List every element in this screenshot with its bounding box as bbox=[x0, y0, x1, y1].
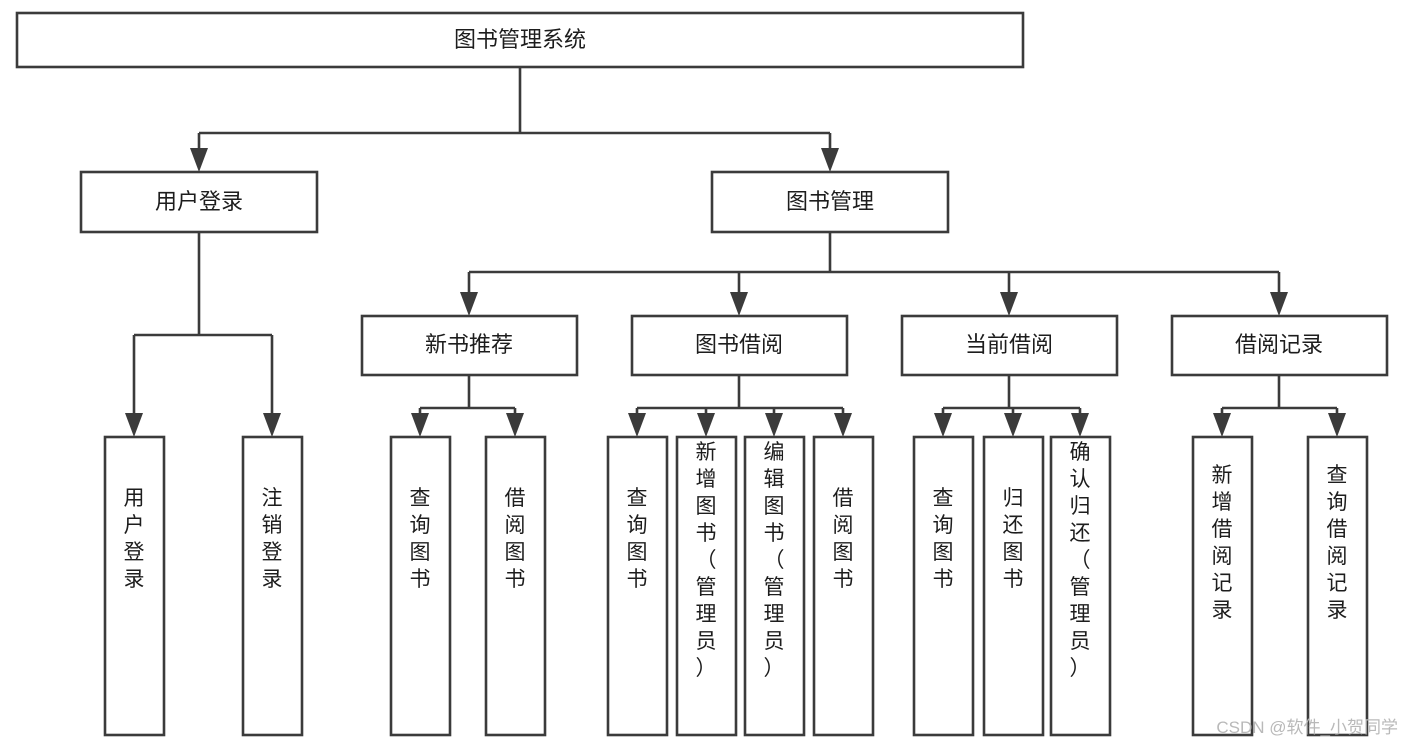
arrow-head-borrow-record bbox=[1270, 292, 1288, 316]
node-leaf-query-record[interactable]: 查询借阅记录 bbox=[1306, 435, 1369, 737]
node-leaf-query-book-1[interactable]: 查询图书 bbox=[389, 435, 452, 737]
node-root[interactable]: 图书管理系统 bbox=[15, 11, 1025, 69]
node-leaf-borrow-book-1[interactable]: 借阅图书 bbox=[484, 435, 547, 737]
node-leaf-query-book-3[interactable]: 查询图书 bbox=[912, 435, 975, 737]
node-book-borrow-label: 图书借阅 bbox=[695, 332, 783, 357]
arrow-head-leaf-return-book bbox=[1004, 413, 1022, 437]
node-leaf-borrow-book-2-label: 借阅图书 bbox=[833, 487, 854, 591]
node-new-book-recommend-box[interactable] bbox=[360, 314, 579, 377]
node-leaf-add-book-label: 新增图书（管理员） bbox=[696, 441, 717, 680]
arrow-head-leaf-logout bbox=[263, 413, 281, 437]
node-leaf-add-book[interactable]: 新增图书（管理员） bbox=[675, 435, 738, 737]
node-leaf-add-book-box[interactable] bbox=[675, 435, 738, 737]
node-leaf-logout[interactable]: 注销登录 bbox=[241, 435, 304, 737]
node-leaf-query-book-1-label: 查询图书 bbox=[410, 487, 431, 591]
arrow-head-leaf-add-book bbox=[697, 413, 715, 437]
node-leaf-borrow-book-1-box[interactable] bbox=[484, 435, 547, 737]
arrow-head-book-management bbox=[821, 148, 839, 172]
arrow-head-new-book-recommend bbox=[460, 292, 478, 316]
arrow-head-leaf-borrow-book-2 bbox=[834, 413, 852, 437]
node-leaf-confirm-return-box[interactable] bbox=[1049, 435, 1112, 737]
node-leaf-user-login-label: 用户登录 bbox=[124, 487, 145, 591]
node-leaf-logout-box[interactable] bbox=[241, 435, 304, 737]
node-leaf-borrow-book-2-box[interactable] bbox=[812, 435, 875, 737]
arrow-head-book-borrow bbox=[730, 292, 748, 316]
node-new-book-recommend-label: 新书推荐 bbox=[425, 332, 513, 357]
arrow-head-leaf-edit-book bbox=[765, 413, 783, 437]
node-leaf-query-book-3-label: 查询图书 bbox=[933, 487, 954, 591]
csdn-watermark: CSDN @软件_小贺同学 bbox=[1216, 718, 1398, 737]
node-user-login-box[interactable] bbox=[79, 170, 319, 234]
arrow-head-leaf-user-login bbox=[125, 413, 143, 437]
node-leaf-edit-book[interactable]: 编辑图书（管理员） bbox=[743, 435, 806, 737]
node-leaf-query-book-2[interactable]: 查询图书 bbox=[606, 435, 669, 737]
node-current-borrow-box[interactable] bbox=[900, 314, 1119, 377]
node-leaf-return-book[interactable]: 归还图书 bbox=[982, 435, 1045, 737]
node-root-label: 图书管理系统 bbox=[454, 27, 586, 52]
arrow-head-leaf-query-record bbox=[1328, 413, 1346, 437]
node-borrow-record[interactable]: 借阅记录 bbox=[1170, 314, 1389, 377]
node-book-management[interactable]: 图书管理 bbox=[710, 170, 950, 234]
node-leaf-query-record-label: 查询借阅记录 bbox=[1327, 464, 1348, 622]
node-current-borrow[interactable]: 当前借阅 bbox=[900, 314, 1119, 377]
node-leaf-query-book-1-box[interactable] bbox=[389, 435, 452, 737]
node-leaf-query-book-2-box[interactable] bbox=[606, 435, 669, 737]
node-root-box[interactable] bbox=[15, 11, 1025, 69]
arrow-head-user-login bbox=[190, 148, 208, 172]
node-leaf-borrow-book-2[interactable]: 借阅图书 bbox=[812, 435, 875, 737]
node-book-management-box[interactable] bbox=[710, 170, 950, 234]
node-leaf-confirm-return-label: 确认归还（管理员） bbox=[1070, 441, 1091, 680]
node-leaf-add-record[interactable]: 新增借阅记录 bbox=[1191, 435, 1254, 737]
node-book-borrow-box[interactable] bbox=[630, 314, 849, 377]
node-leaf-add-record-box[interactable] bbox=[1191, 435, 1254, 737]
arrow-head-leaf-query-book-1 bbox=[411, 413, 429, 437]
node-borrow-record-box[interactable] bbox=[1170, 314, 1389, 377]
node-borrow-record-label: 借阅记录 bbox=[1235, 332, 1323, 357]
node-book-borrow[interactable]: 图书借阅 bbox=[630, 314, 849, 377]
node-leaf-borrow-book-1-label: 借阅图书 bbox=[505, 487, 526, 591]
arrow-head-leaf-query-book-2 bbox=[628, 413, 646, 437]
node-user-login[interactable]: 用户登录 bbox=[79, 170, 319, 234]
node-leaf-return-book-box[interactable] bbox=[982, 435, 1045, 737]
arrow-head-leaf-confirm-return bbox=[1071, 413, 1089, 437]
arrow-head-current-borrow bbox=[1000, 292, 1018, 316]
node-leaf-logout-label: 注销登录 bbox=[262, 487, 283, 591]
node-book-management-label: 图书管理 bbox=[786, 189, 874, 214]
node-leaf-return-book-label: 归还图书 bbox=[1003, 487, 1024, 591]
node-leaf-user-login-box[interactable] bbox=[103, 435, 166, 737]
node-user-login-label: 用户登录 bbox=[155, 189, 243, 214]
node-new-book-recommend[interactable]: 新书推荐 bbox=[360, 314, 579, 377]
arrow-head-leaf-borrow-book-1 bbox=[506, 413, 524, 437]
connector-layer bbox=[125, 67, 1346, 437]
arrow-head-leaf-add-record bbox=[1213, 413, 1231, 437]
node-leaf-edit-book-box[interactable] bbox=[743, 435, 806, 737]
node-leaf-query-book-3-box[interactable] bbox=[912, 435, 975, 737]
node-leaf-user-login[interactable]: 用户登录 bbox=[103, 435, 166, 737]
node-leaf-query-record-box[interactable] bbox=[1306, 435, 1369, 737]
node-leaf-edit-book-label: 编辑图书（管理员） bbox=[764, 441, 785, 680]
node-leaf-query-book-2-label: 查询图书 bbox=[627, 487, 648, 591]
arrow-head-leaf-query-book-3 bbox=[934, 413, 952, 437]
node-leaf-confirm-return[interactable]: 确认归还（管理员） bbox=[1049, 435, 1112, 737]
node-current-borrow-label: 当前借阅 bbox=[965, 332, 1053, 357]
node-leaf-add-record-label: 新增借阅记录 bbox=[1212, 464, 1233, 622]
